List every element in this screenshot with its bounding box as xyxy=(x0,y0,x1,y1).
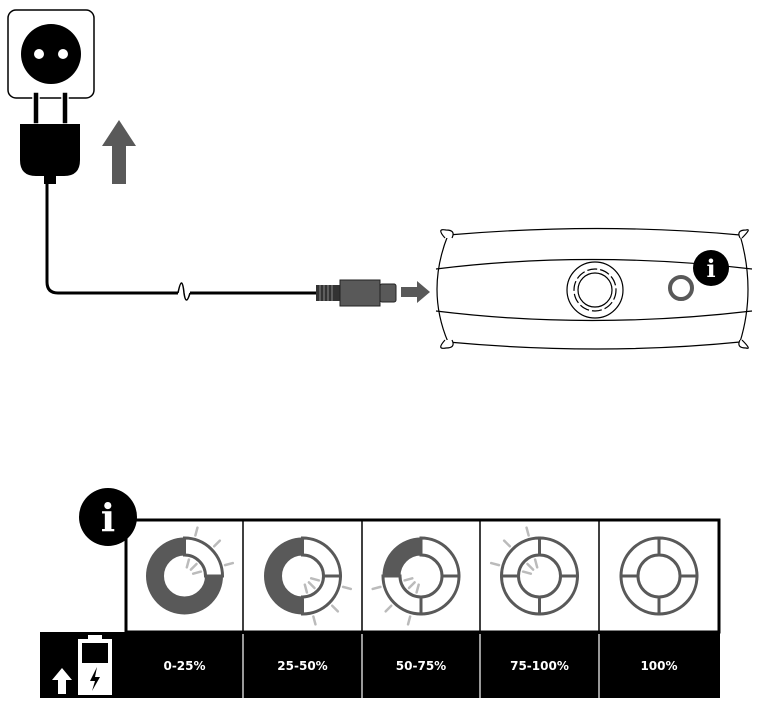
blink-ray xyxy=(502,539,512,548)
blink-ray xyxy=(371,585,382,591)
blink-ray xyxy=(406,615,412,626)
charge-indicator-75-100% xyxy=(489,526,580,616)
arrow-up-icon xyxy=(102,120,136,184)
arrow-right-icon xyxy=(401,281,430,303)
ring-segment-bl-filled xyxy=(263,575,303,615)
blink-ray xyxy=(330,604,340,613)
blink-ray xyxy=(415,583,420,594)
charge-level-legend: 0-25% 25-50% 50-75% 75-100% 100% i xyxy=(40,488,721,698)
blink-ray xyxy=(307,581,316,590)
charge-indicator-100% xyxy=(619,536,699,616)
legend-info-icon: i xyxy=(79,488,137,546)
charge-indicator-50-75% xyxy=(371,536,461,626)
battery-charging-icon xyxy=(52,635,112,695)
charge-level-label: 75-100% xyxy=(510,659,569,673)
blink-ray xyxy=(185,558,191,569)
ring-segment-bl-filled xyxy=(145,575,185,615)
blink-ray xyxy=(341,585,353,591)
blink-ray xyxy=(194,526,199,537)
svg-text:i: i xyxy=(706,254,715,283)
charge-indicator-25-50% xyxy=(263,536,353,626)
charge-level-label: 50-75% xyxy=(396,659,446,673)
ring-segment-bl-empty xyxy=(499,574,541,616)
blink-ray xyxy=(533,558,539,569)
device-info-icon: i xyxy=(693,250,729,286)
charge-level-label: 0-25% xyxy=(163,659,205,673)
blink-ray xyxy=(525,526,530,537)
blink-ray xyxy=(189,562,198,571)
blink-ray xyxy=(384,604,393,613)
ring-segment-bl-empty xyxy=(619,574,661,616)
blink-ray xyxy=(489,561,501,567)
blink-ray xyxy=(309,577,321,582)
wall-socket-icon xyxy=(7,9,95,99)
charge-level-label: 25-50% xyxy=(277,659,327,673)
blink-ray xyxy=(312,615,317,626)
blink-ray xyxy=(191,570,203,575)
power-plug-icon xyxy=(20,91,80,184)
ring-segment-bl-blinking xyxy=(381,574,423,616)
blink-ray xyxy=(212,539,222,548)
blink-ray xyxy=(303,583,309,594)
charge-indicator-0-25% xyxy=(145,526,235,615)
device-icon xyxy=(435,227,753,350)
blink-ray xyxy=(223,561,235,567)
usb-c-connector-icon xyxy=(316,279,397,307)
blink-ray xyxy=(403,577,414,582)
cable xyxy=(45,184,318,301)
blink-ray xyxy=(526,562,535,571)
blink-ray xyxy=(521,570,533,575)
svg-text:i: i xyxy=(101,495,115,540)
blink-ray xyxy=(407,581,416,590)
charge-level-label: 100% xyxy=(640,659,677,673)
